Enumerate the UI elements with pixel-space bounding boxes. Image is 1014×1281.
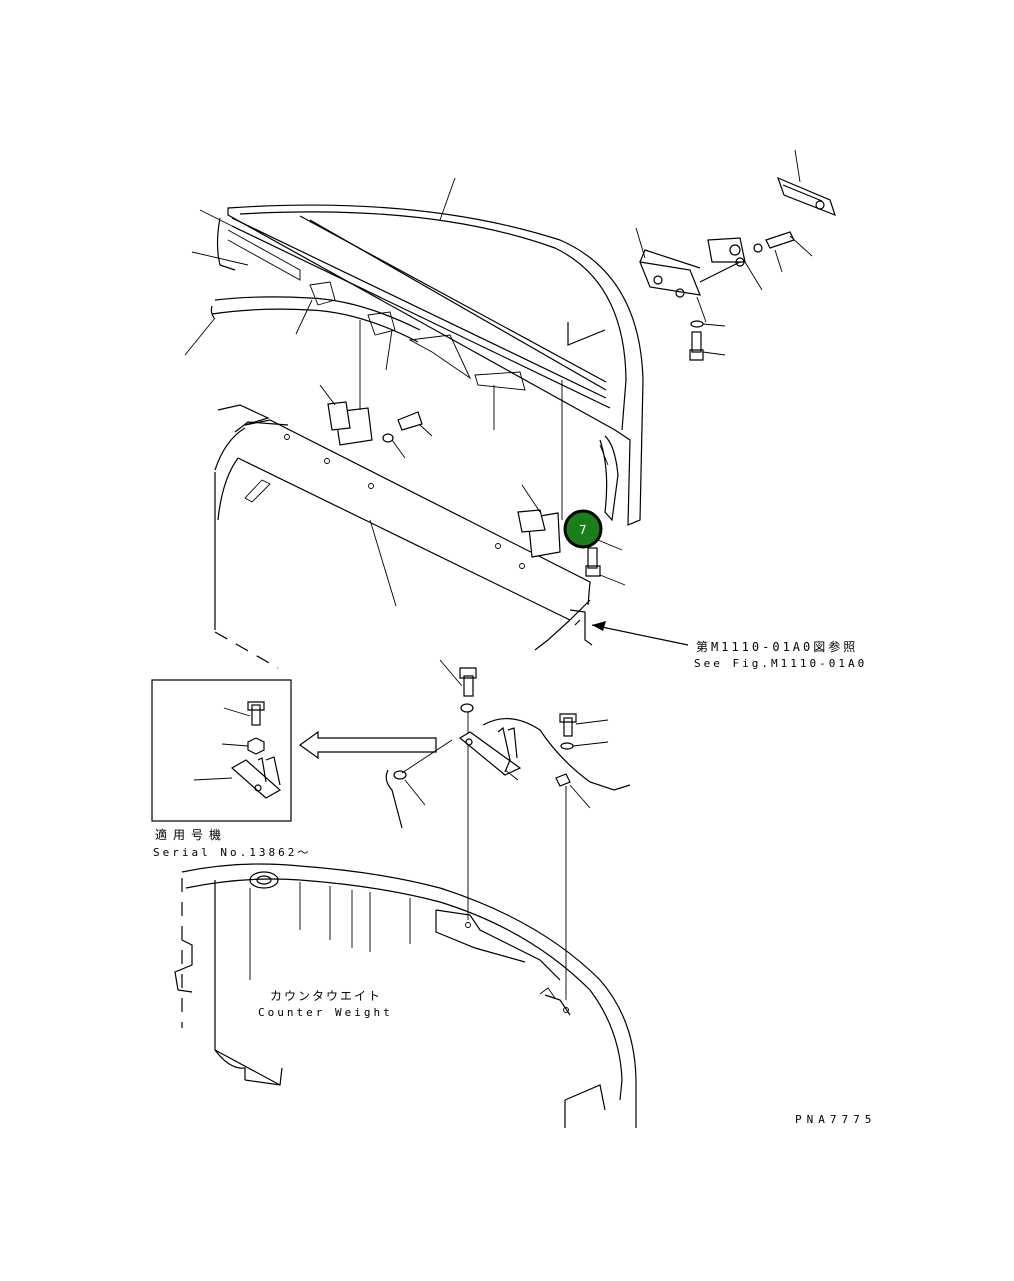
inset-detail	[151, 679, 292, 822]
drawing-code: PNA7775	[795, 1113, 877, 1126]
counterweight-label-jp: カウンタウエイト	[270, 989, 383, 1003]
latch-assembly	[635, 149, 836, 361]
engine-box	[214, 404, 593, 669]
top-cover	[216, 204, 644, 526]
leader-lines-top	[184, 177, 609, 466]
callout-number: 7	[579, 523, 587, 537]
counterweight-label-en: Counter Weight	[258, 1006, 393, 1019]
right-hinge	[517, 380, 626, 586]
seal-strip	[210, 296, 421, 343]
serial-label-jp: 適用号機	[155, 828, 228, 842]
left-hinge	[319, 320, 433, 459]
callout-7[interactable]: 7	[563, 509, 603, 549]
counterweight	[174, 863, 637, 1128]
serial-label-en: Serial No.13862～	[153, 846, 312, 859]
reference-label-jp: 第M1110-01A0図参照	[696, 640, 859, 654]
reference-label-en: See Fig.M1110-01A0	[694, 657, 868, 670]
inset-arrow	[298, 730, 437, 760]
reference-arrow	[591, 621, 689, 646]
lower-bracket-group	[385, 659, 631, 1000]
